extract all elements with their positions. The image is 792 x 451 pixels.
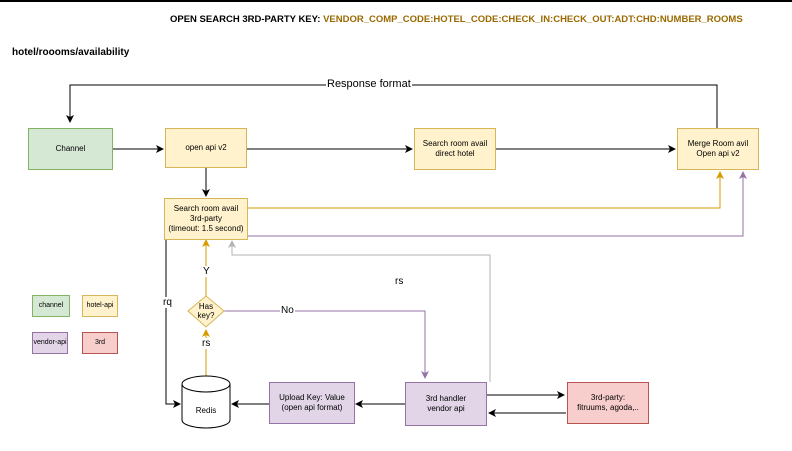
node-3rd-party: 3rd-party: fitruums, agoda,.. xyxy=(567,382,649,424)
header-label: OPEN SEARCH 3RD-PARTY KEY: xyxy=(170,14,321,25)
edge-label-rq: rq xyxy=(162,297,173,308)
edge-handler-rs xyxy=(228,240,491,382)
redis-label: Redis xyxy=(195,406,217,415)
edge-label-no: No xyxy=(280,305,295,316)
edge-3rd-to-redis-rq xyxy=(165,240,181,408)
header-key-format: VENDOR_COMP_CODE:HOTEL_CODE:CHECK_IN:CHE… xyxy=(323,14,743,25)
edge-label-response-format: Response format xyxy=(326,78,412,90)
edge-3rd-to-merge-orange xyxy=(248,171,724,209)
top-border xyxy=(0,0,792,2)
node-open-api-v2: open api v2 xyxy=(165,128,247,168)
edge-label-rs-handler: rs xyxy=(394,276,405,287)
path-title: hotel/roooms/availability xyxy=(12,47,130,58)
node-channel: Channel xyxy=(28,128,113,170)
edge-3rd-to-merge-purple xyxy=(248,171,747,237)
legend-hotel-api: hotel-api xyxy=(82,295,118,317)
edge-label-yes: Y xyxy=(202,266,211,277)
node-merge-room-avail: Merge Room avil Open api v2 xyxy=(677,128,759,170)
legend-channel: channel xyxy=(32,295,70,317)
edge-label-rs-redis: rs xyxy=(201,338,212,349)
node-upload-key-value: Upload Key: Value (open api format) xyxy=(269,382,355,424)
legend-vendor-api: vendor-api xyxy=(32,332,68,354)
legend-3rd: 3rd xyxy=(82,332,118,354)
node-search-direct-hotel: Search room avail direct hotel xyxy=(414,128,496,170)
edge-response-format xyxy=(66,84,718,128)
has-key-diamond xyxy=(187,295,225,328)
node-search-3rd-party: Search room avail 3rd-party (timeout: 1.… xyxy=(164,198,248,240)
node-3rd-handler: 3rd handler vendor api xyxy=(405,382,487,426)
has-key-label: Has key? xyxy=(197,302,215,320)
diagram-header: OPEN SEARCH 3RD-PARTY KEY: VENDOR_COMP_C… xyxy=(170,14,743,25)
redis-cylinder xyxy=(181,375,231,429)
edge-haskey-no xyxy=(224,310,429,379)
